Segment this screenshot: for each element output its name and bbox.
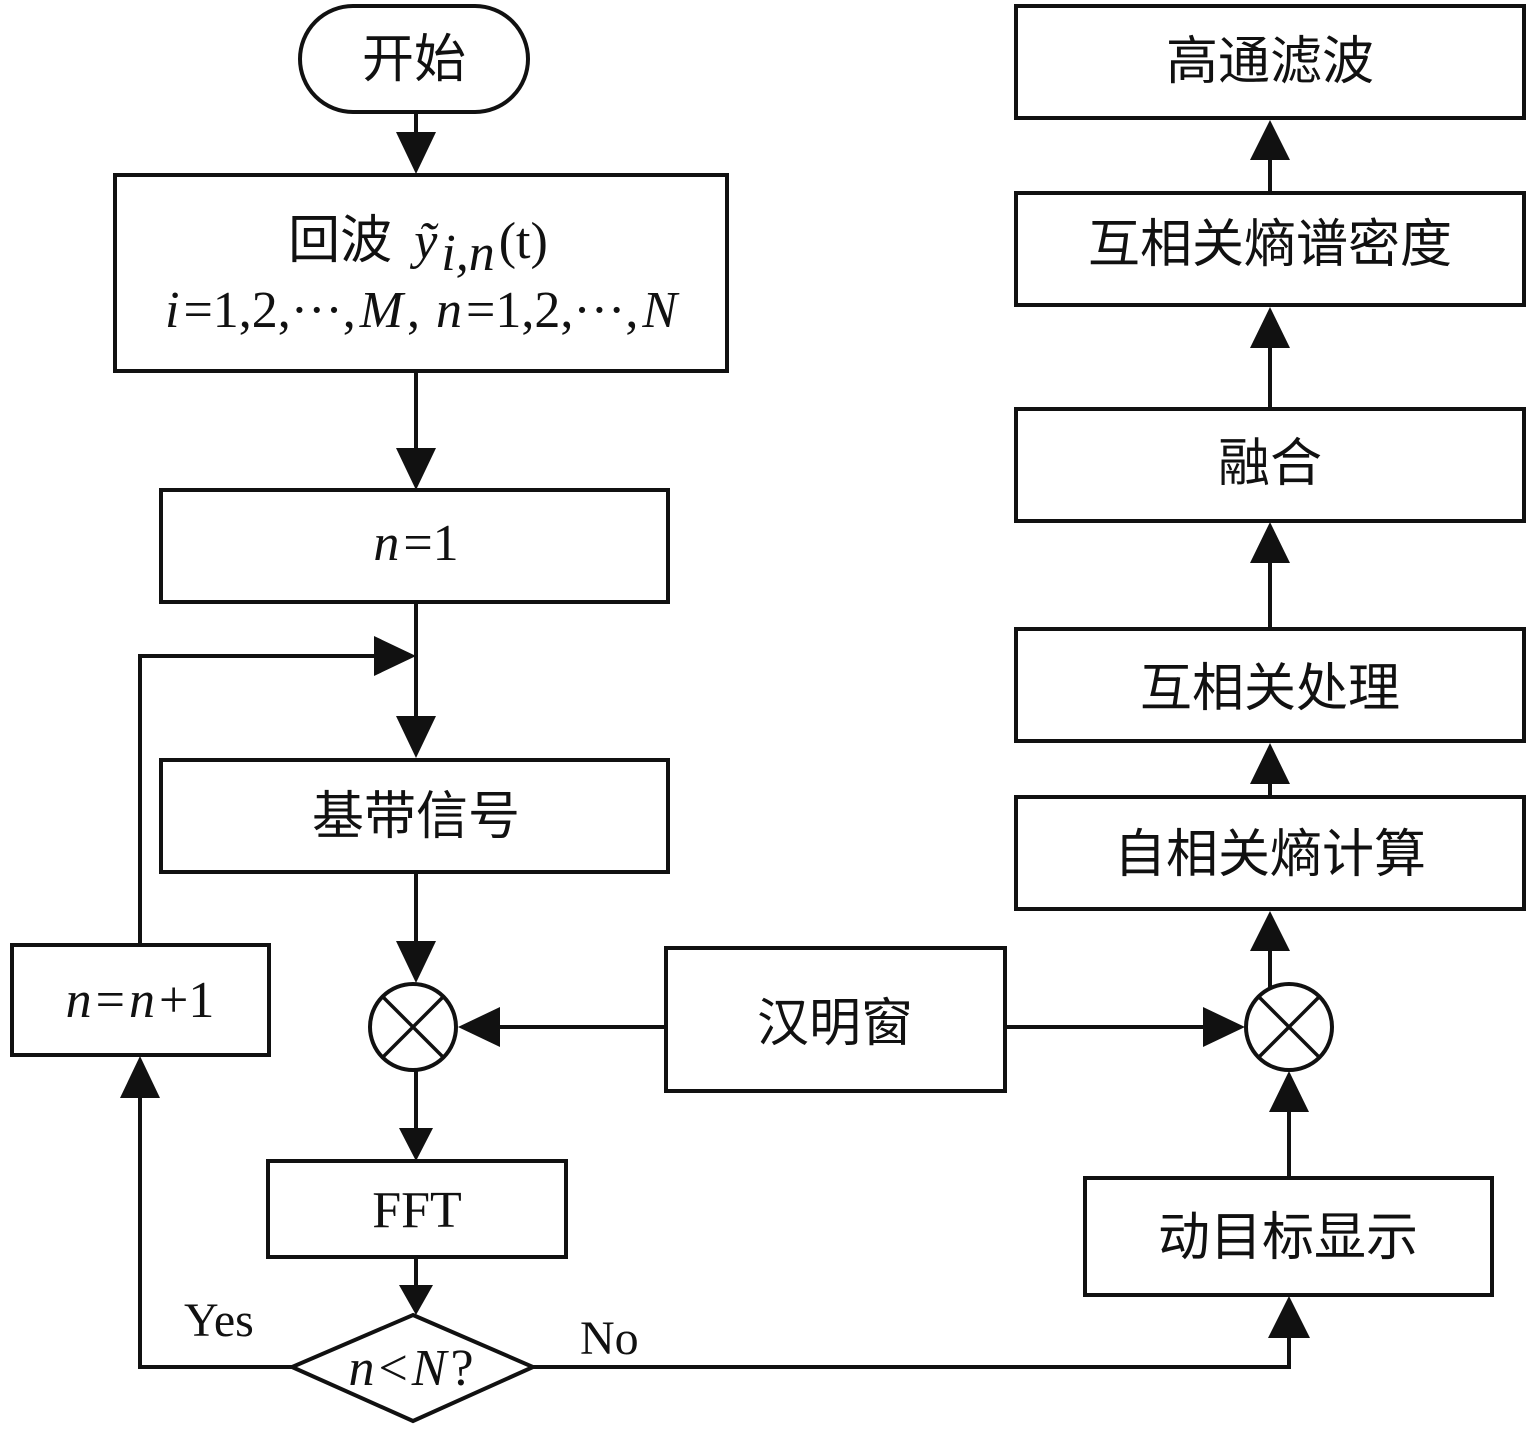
arrowhead-down-icon: [396, 941, 436, 983]
node-increment: n = n +1: [10, 943, 271, 1057]
edge-label-yes: Yes: [184, 1294, 254, 1347]
node-cross-entropy-psd-label: 互相关熵谱密度: [1088, 215, 1452, 275]
arrowhead-up-icon: [120, 1056, 160, 1098]
node-highpass: 高通滤波: [1014, 4, 1526, 120]
node-cross-entropy-psd: 互相关熵谱密度: [1014, 191, 1526, 307]
node-increment-label: n = n +1: [66, 972, 215, 1029]
arrowhead-up-icon: [1250, 120, 1290, 160]
arrowhead-down-icon: [396, 132, 436, 174]
edge-decision-no: [533, 1335, 1291, 1369]
node-hamming: 汉明窗: [664, 946, 1007, 1093]
node-echo-line1: 回波 ỹ i,n (t): [288, 211, 548, 282]
arrowhead-down-icon: [396, 716, 436, 758]
node-echo-line2: i =1,2,···, M , n =1,2,···, N: [165, 282, 680, 339]
node-init-n: n =1: [159, 488, 670, 604]
node-decision-label: n < N ?: [348, 1340, 473, 1397]
arrowhead-down-icon: [399, 1285, 433, 1315]
edges: [120, 112, 1310, 1369]
node-mti: 动目标显示: [1083, 1176, 1494, 1297]
arrowhead-right-icon: [374, 636, 416, 676]
node-multiply-right: [1244, 982, 1334, 1072]
edge-increment-loop: [138, 654, 380, 945]
node-autocorr-entropy: 自相关熵计算: [1014, 795, 1526, 911]
arrowhead-left-icon: [458, 1007, 500, 1047]
arrowhead-down-icon: [399, 1128, 433, 1161]
node-hamming-label: 汉明窗: [757, 994, 913, 1054]
node-crosscorr: 互相关处理: [1014, 627, 1526, 743]
node-init-n-label: n =1: [373, 515, 458, 572]
node-baseband-label: 基带信号: [312, 787, 520, 847]
node-fusion-label: 融合: [1218, 434, 1322, 494]
node-start: 开始: [298, 4, 530, 114]
node-baseband: 基带信号: [159, 758, 670, 874]
arrowhead-up-icon: [1250, 743, 1290, 784]
node-crosscorr-label: 互相关处理: [1140, 659, 1400, 719]
arrowhead-up-icon: [1250, 307, 1290, 348]
edge-label-no: No: [580, 1312, 639, 1365]
node-highpass-label: 高通滤波: [1166, 32, 1374, 92]
arrowhead-up-icon: [1269, 1071, 1309, 1112]
node-mti-label: 动目标显示: [1158, 1208, 1418, 1268]
edge-decision-yes: [138, 1090, 292, 1369]
arrowhead-down-icon: [396, 448, 436, 490]
arrowhead-right-icon: [1203, 1007, 1245, 1047]
node-echo: 回波 ỹ i,n (t) i =1,2,···, M , n =1,2,···,…: [113, 173, 729, 373]
node-fft-label: FFT: [372, 1182, 462, 1239]
arrowhead-up-icon: [1250, 522, 1290, 563]
node-decision: n < N ?: [287, 1312, 538, 1424]
node-start-label: 开始: [362, 30, 466, 90]
arrowhead-up-icon: [1250, 911, 1290, 951]
node-multiply-left: [368, 982, 458, 1072]
node-autocorr-entropy-label: 自相关熵计算: [1114, 825, 1426, 885]
node-fft: FFT: [266, 1159, 568, 1259]
arrowhead-up-icon: [1268, 1296, 1310, 1338]
node-fusion: 融合: [1014, 407, 1526, 523]
